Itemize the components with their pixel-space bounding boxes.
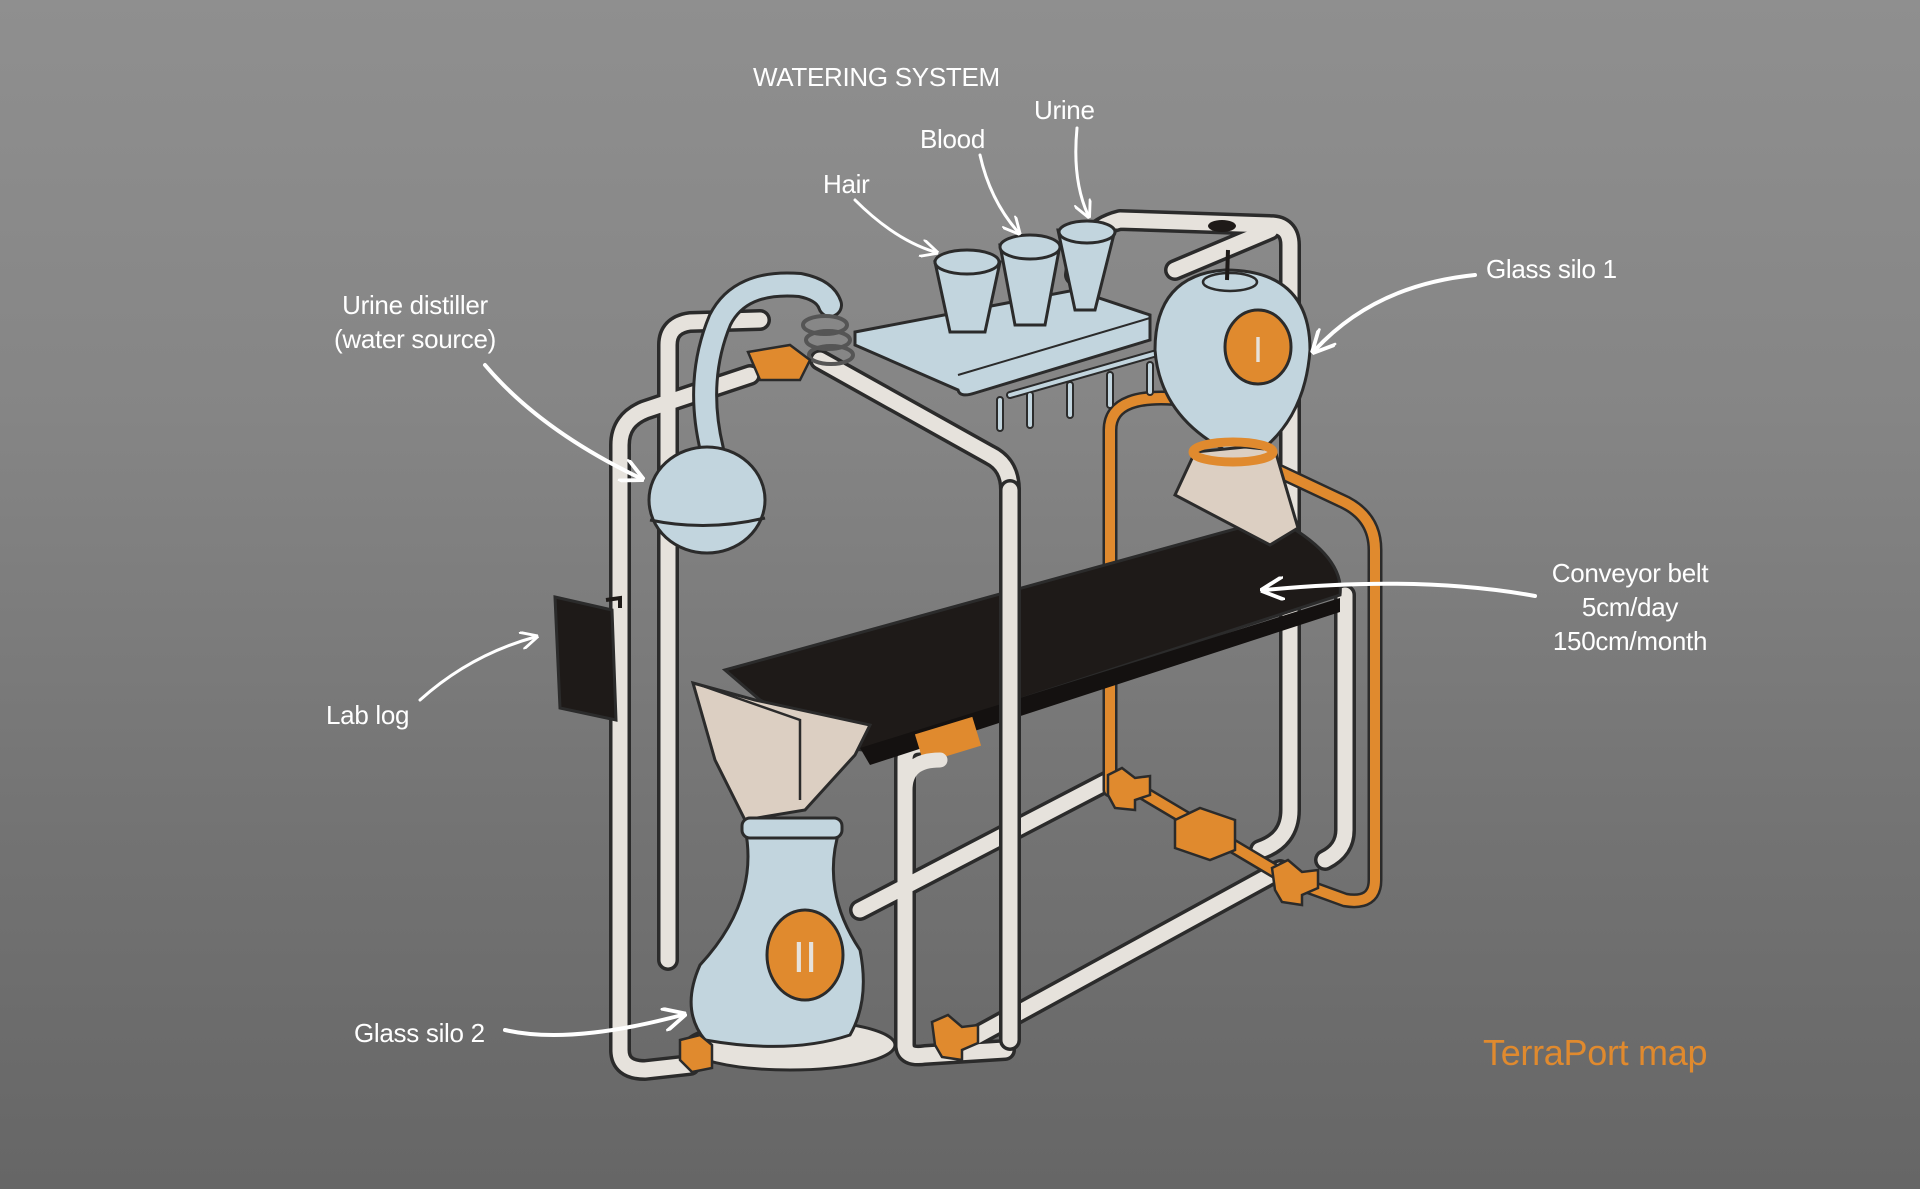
diagram-title: WATERING SYSTEM <box>753 62 1000 92</box>
orange-connectors <box>678 766 1320 1074</box>
brand-label: TerraPort map <box>1483 1032 1708 1073</box>
label-conveyor-belt-line-1: Conveyor belt <box>1551 558 1709 588</box>
label-urine-distiller-line-2: (water source) <box>334 324 496 354</box>
label-conveyor-belt: Conveyor belt 5cm/day 150cm/month <box>1540 556 1720 658</box>
connector-cross <box>930 1013 980 1062</box>
label-urine-distiller-line-1: Urine distiller <box>342 290 488 320</box>
glass-silo-2: II <box>683 680 897 1072</box>
label-glass-silo-2: Glass silo 2 <box>354 1018 485 1048</box>
arrow-urine <box>1076 126 1088 215</box>
arrow-lab-log <box>418 637 535 702</box>
label-glass-silo-1: Glass silo 1 <box>1486 254 1617 284</box>
coil-icon <box>801 314 855 366</box>
label-conveyor-belt-speed-day: 5cm/day <box>1581 592 1679 622</box>
sample-tray <box>853 288 1189 432</box>
annotation-arrows <box>418 126 1537 1037</box>
silo-2-marker: II <box>793 933 817 982</box>
arrow-hair <box>853 198 935 252</box>
silo-1-marker: I <box>1253 329 1263 370</box>
arrow-urine-distiller <box>483 363 640 478</box>
label-blood: Blood <box>920 124 985 154</box>
arrow-blood <box>978 153 1018 232</box>
label-conveyor-belt-speed-month: 150cm/month <box>1552 626 1708 656</box>
label-lab-log: Lab log <box>326 700 410 730</box>
urine-distiller <box>647 271 855 555</box>
connector-cube <box>1173 806 1237 862</box>
connector-cube <box>678 1033 714 1074</box>
label-hair: Hair <box>823 169 870 199</box>
arrow-conveyor-belt <box>1265 584 1537 596</box>
lab-log <box>553 595 622 722</box>
arrow-glass-silo-2 <box>503 1015 682 1037</box>
label-urine-distiller: Urine distiller (water source) <box>330 288 500 356</box>
label-urine: Urine <box>1034 95 1095 125</box>
conveyor-belt <box>721 516 1342 765</box>
connector-cross <box>1106 766 1152 812</box>
glass-silo-1: I <box>1153 220 1312 547</box>
arrow-glass-silo-1 <box>1315 273 1477 350</box>
connector-cross <box>1270 858 1320 907</box>
